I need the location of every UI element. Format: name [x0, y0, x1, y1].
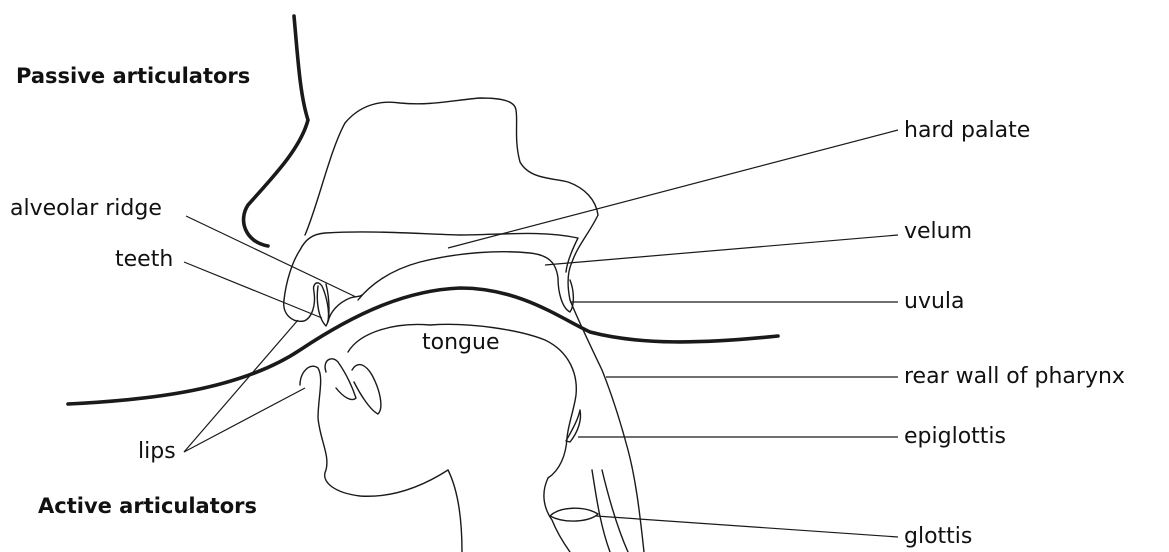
leader-lips-lower — [184, 388, 305, 452]
passive-articulators-heading: Passive articulators — [16, 66, 250, 87]
lower-teeth — [325, 359, 356, 400]
label-alveolar-ridge: alveolar ridge — [10, 198, 162, 220]
label-velum: velum — [904, 221, 972, 243]
leader-alveolar-ridge — [186, 216, 356, 297]
trachea-left — [592, 470, 610, 552]
label-epiglottis: epiglottis — [904, 426, 1006, 448]
label-uvula: uvula — [904, 291, 965, 313]
label-rear-wall-of-pharynx: rear wall of pharynx — [904, 366, 1125, 388]
lower-lip — [300, 366, 448, 496]
leader-hard-palate — [448, 130, 898, 248]
larynx — [544, 478, 570, 552]
label-lips: lips — [138, 441, 176, 463]
leader-lips-upper — [184, 320, 298, 452]
neck-front — [448, 470, 462, 552]
glottis-shape — [550, 508, 598, 521]
nasal-cavity — [305, 98, 598, 300]
active-articulators-heading: Active articulators — [38, 496, 257, 517]
label-hard-palate: hard palate — [904, 120, 1030, 142]
lower-teeth-inner — [352, 365, 381, 414]
label-teeth: teeth — [115, 249, 173, 271]
nose-profile — [244, 16, 308, 246]
upper-lip — [284, 283, 362, 322]
leader-velum — [545, 235, 898, 265]
label-tongue: tongue — [422, 332, 499, 354]
label-glottis: glottis — [904, 526, 972, 548]
